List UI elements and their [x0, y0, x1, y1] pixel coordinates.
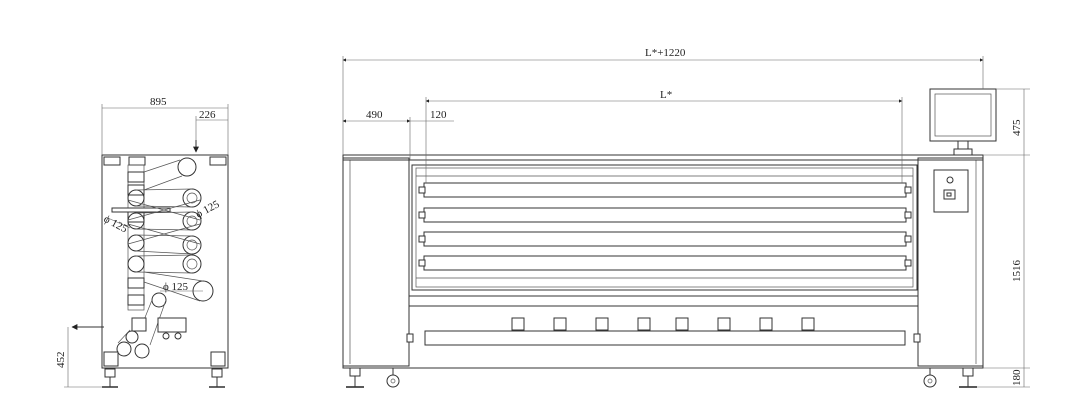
side-bottom-block	[210, 351, 226, 367]
lower-block	[675, 317, 689, 331]
side-foot	[104, 368, 116, 378]
side-bottom-block	[103, 351, 119, 367]
control-switch-icon	[943, 189, 956, 200]
lower-block	[637, 317, 651, 331]
side-column-seg	[127, 294, 145, 306]
front-lower-blocks	[511, 317, 815, 331]
side-belt	[143, 271, 204, 302]
caster-hub	[927, 378, 933, 384]
side-shelf	[111, 207, 171, 213]
side-roller	[116, 341, 132, 357]
front-lower-roller	[424, 330, 906, 346]
side-top-block-right	[209, 156, 227, 166]
roller-diameter-3: ϕ 125	[163, 281, 189, 293]
side-motor-box	[157, 317, 187, 333]
side-roller	[177, 157, 197, 177]
side-motor-box	[131, 317, 147, 332]
dim-width-offset: 226	[199, 109, 216, 121]
monitor-base	[953, 148, 973, 156]
roller-cap	[406, 333, 414, 343]
monitor-bezel	[934, 93, 992, 137]
dim-roller-length: L*	[660, 89, 672, 101]
side-roller	[186, 258, 198, 270]
side-roller	[127, 255, 145, 273]
roller-cap	[904, 211, 912, 219]
side-belt	[135, 234, 193, 255]
dim-body-height: 1516	[1011, 260, 1023, 283]
front-body	[342, 154, 984, 369]
side-column-seg	[127, 171, 145, 183]
roller-cap	[418, 211, 426, 219]
side-frame	[101, 154, 229, 369]
dim-inner-margin: 120	[430, 109, 447, 121]
switch-knob	[946, 192, 952, 197]
side-column	[127, 164, 145, 311]
side-motor-wheel	[162, 332, 170, 340]
dim-leader	[107, 217, 131, 229]
lower-block	[553, 317, 567, 331]
roller-diameter-1: ϕ 125	[102, 213, 130, 236]
side-view: 895 226 452 ϕ 125 ϕ 125 ϕ 125	[55, 96, 229, 388]
front-foot	[349, 367, 361, 377]
dim-foot-height: 180	[1011, 369, 1023, 386]
dim-width-total: 895	[150, 96, 167, 108]
front-left-panel	[342, 157, 410, 367]
chamber-roller	[423, 255, 907, 271]
side-roller	[182, 254, 202, 274]
roller-cap	[904, 186, 912, 194]
side-belt	[117, 329, 131, 344]
lower-block	[759, 317, 773, 331]
dim-screen-height: 475	[1011, 119, 1023, 136]
side-belt	[143, 159, 183, 191]
side-belt-criss	[127, 199, 201, 245]
roller-cap	[904, 235, 912, 243]
side-roller	[186, 192, 198, 204]
side-roller	[186, 239, 198, 251]
roller-cap	[418, 186, 426, 194]
lower-block	[511, 317, 525, 331]
chamber-roller	[423, 182, 907, 198]
lower-block	[595, 317, 609, 331]
roller-cap	[913, 333, 921, 343]
caster-hub	[390, 378, 396, 384]
side-motor-wheel	[174, 332, 182, 340]
front-chamber-inner	[415, 167, 914, 288]
side-top-block-left	[103, 156, 121, 166]
side-belt	[135, 188, 193, 208]
side-roller	[134, 343, 150, 359]
chamber-roller	[423, 207, 907, 223]
front-view: L*+1220 L* 490 120 475 1516 180	[342, 47, 1030, 388]
side-column-seg	[127, 277, 145, 289]
roller-cap	[904, 259, 912, 267]
control-indicator-icon	[946, 176, 954, 184]
lower-block	[717, 317, 731, 331]
front-chamber	[411, 164, 918, 291]
side-foot	[211, 368, 223, 378]
front-foot	[962, 367, 974, 377]
dim-overall-length: L*+1220	[645, 47, 686, 59]
monitor-stand	[957, 140, 969, 150]
dim-height-low: 452	[55, 352, 67, 369]
dim-left-margin: 490	[366, 109, 383, 121]
front-chamber-rollers	[416, 175, 913, 279]
control-panel	[933, 169, 969, 213]
side-roller	[182, 235, 202, 255]
monitor-screen	[929, 88, 997, 142]
roller-diameter-2: ϕ 125	[194, 198, 222, 221]
roller-cap	[418, 235, 426, 243]
front-caster-wheel	[386, 374, 400, 388]
chamber-roller	[423, 231, 907, 247]
front-right-panel	[917, 157, 984, 367]
side-top-block-mid	[128, 156, 146, 166]
lower-block	[801, 317, 815, 331]
roller-cap	[418, 259, 426, 267]
front-caster-wheel	[923, 374, 937, 388]
